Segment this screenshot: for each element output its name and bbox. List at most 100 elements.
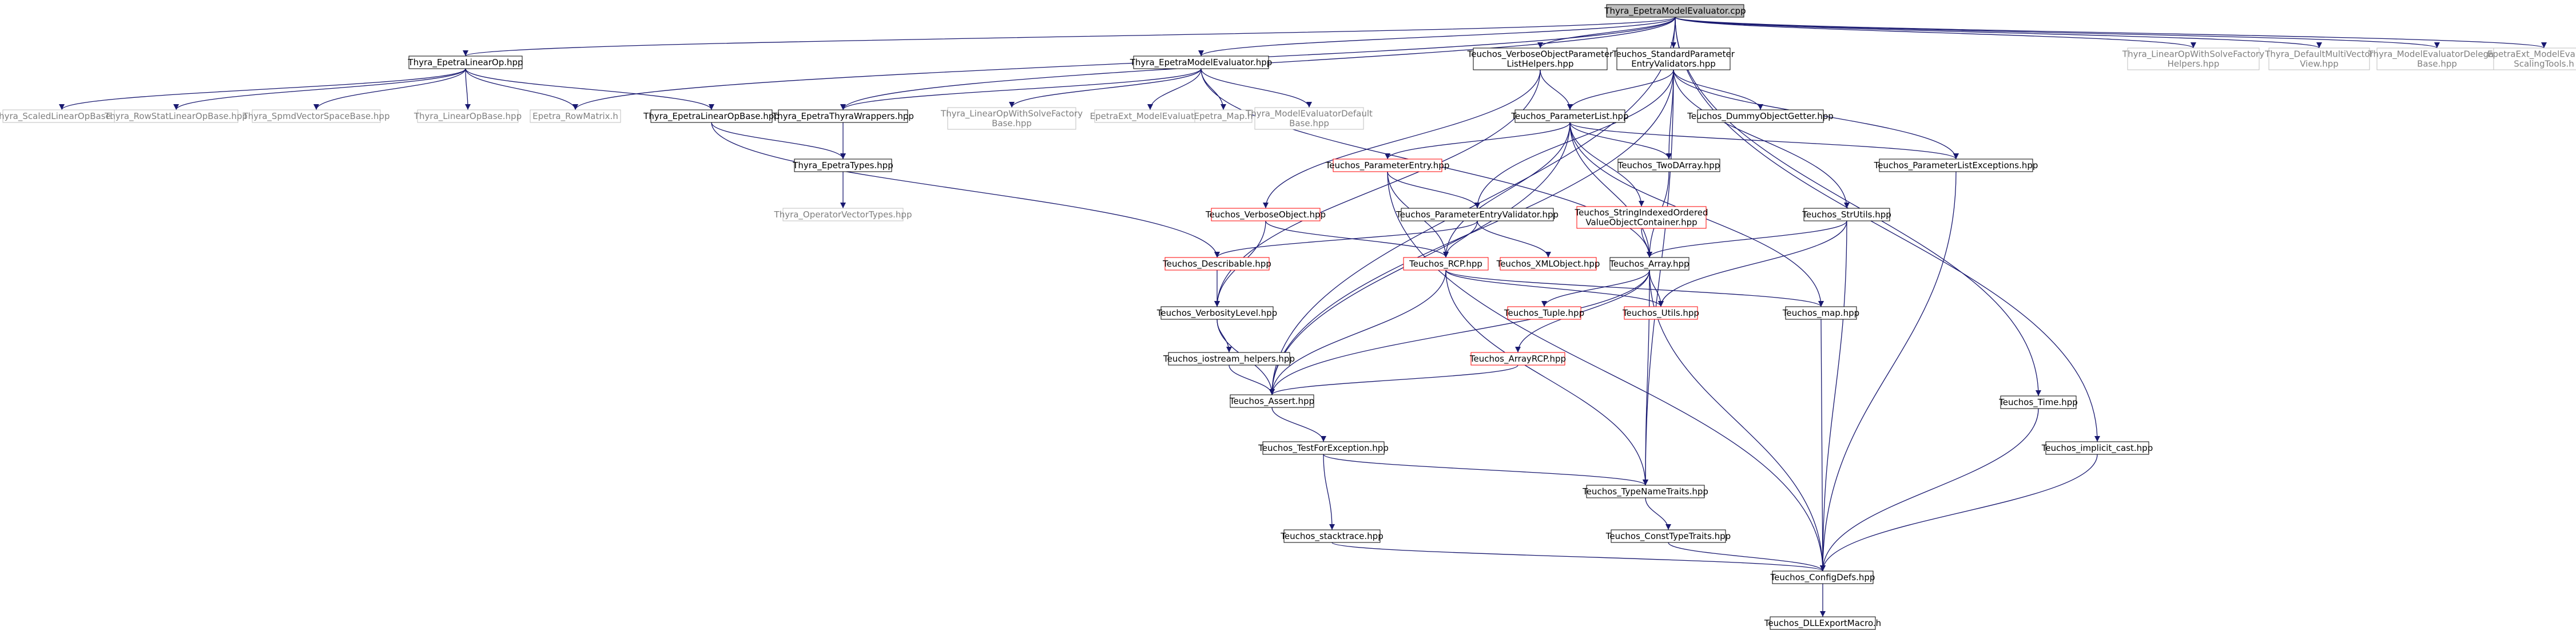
dependency-edge xyxy=(1147,68,1202,110)
node-label: Teuchos_RCP.hpp xyxy=(1409,259,1482,270)
node-thyra-epetralinearop-hpp[interactable]: Thyra_EpetraLinearOp.hpp xyxy=(407,56,523,69)
node-label: Teuchos_Array.hpp xyxy=(1609,259,1689,270)
node-teuchos-verbositylevel-hpp[interactable]: Teuchos_VerbosityLevel.hpp xyxy=(1156,306,1277,320)
node-thyra-epetrathyrawrappers-hpp[interactable]: Thyra_EpetraThyraWrappers.hpp xyxy=(772,109,914,123)
node-label: View.hpp xyxy=(2300,59,2339,69)
dependency-edge xyxy=(1477,220,1551,258)
node-thyra-epetramodelevaluator-hpp[interactable]: Thyra_EpetraModelEvaluator.hpp xyxy=(1130,56,1273,69)
node-teuchos-assert-hpp[interactable]: Teuchos_Assert.hpp xyxy=(1229,394,1314,408)
node-box xyxy=(1133,56,1269,69)
dependency-edge xyxy=(1214,69,1541,307)
node-box xyxy=(1770,616,1876,630)
dependency-edge xyxy=(1445,270,1648,486)
node-teuchos-twodarray-hpp[interactable]: Teuchos_TwoDArray.hpp xyxy=(1617,159,1720,172)
dependency-edge xyxy=(1229,364,1275,395)
node-box xyxy=(1616,47,1731,70)
dependency-edge xyxy=(1269,69,1674,395)
node-label: Teuchos_Time.hpp xyxy=(1998,397,2078,408)
dependency-edge xyxy=(711,122,1220,258)
node-teuchos-xmlobject-hpp[interactable]: Teuchos_XMLObject.hpp xyxy=(1496,257,1600,271)
dependency-edge xyxy=(1445,270,1824,307)
node-teuchos-parameterlistexceptions-hpp[interactable]: Teuchos_ParameterListExceptions.hpp xyxy=(1874,159,2038,172)
node-box xyxy=(252,109,381,123)
node-label: EpetraExt_ModelEvaluator xyxy=(2487,49,2576,60)
node-teuchos-parameterentryvalidator-hpp[interactable]: Teuchos_ParameterEntryValidator.hpp xyxy=(1396,208,1559,221)
node-box xyxy=(794,159,892,172)
node-box xyxy=(408,56,523,69)
node-teuchos-standardparameter-entryvalidators-hpp[interactable]: Teuchos_StandardParameterEntryValidators… xyxy=(1612,47,1735,70)
node-thyra-epetratypes-hpp[interactable]: Thyra_EpetraTypes.hpp xyxy=(792,159,893,172)
node-teuchos-implicit-cast-hpp[interactable]: Teuchos_implicit_cast.hpp xyxy=(2041,441,2153,455)
node-thyra-spmdvectorspacebase-hpp: Thyra_SpmdVectorSpaceBase.hpp xyxy=(243,109,389,123)
node-teuchos-dllexportmacro-h[interactable]: Teuchos_DLLExportMacro.h xyxy=(1764,616,1881,630)
dependency-edge xyxy=(1643,270,1650,486)
node-box xyxy=(1168,352,1290,366)
node-box xyxy=(1514,109,1625,123)
node-label: Thyra_EpetraModelEvaluator.cpp xyxy=(1604,6,1746,17)
node-teuchos-rcp-hpp[interactable]: Teuchos_RCP.hpp xyxy=(1403,257,1489,271)
node-box xyxy=(114,109,238,123)
node-box xyxy=(1576,206,1707,229)
node-label: Thyra_LinearOpWithSolveFactory xyxy=(940,109,1083,120)
dependency-edge xyxy=(1537,17,1676,49)
dependency-edge xyxy=(463,17,1676,57)
node-teuchos-stringindexedordered-valueobjectcontainer-hpp[interactable]: Teuchos_StringIndexedOrderedValueObjectC… xyxy=(1575,206,1708,229)
node-teuchos-strutils-hpp[interactable]: Teuchos_StrUtils.hpp xyxy=(1802,208,1891,221)
node-box xyxy=(2127,47,2260,70)
node-label: Thyra_LinearOpWithSolveFactory xyxy=(2122,49,2264,60)
node-label: Thyra_EpetraTypes.hpp xyxy=(792,160,893,171)
node-teuchos-configdefs-hpp[interactable]: Teuchos_ConfigDefs.hpp xyxy=(1770,570,1875,584)
node-box xyxy=(947,107,1076,130)
node-teuchos-array-hpp[interactable]: Teuchos_Array.hpp xyxy=(1609,257,1689,271)
dependency-edge xyxy=(1323,454,1335,530)
node-label: Thyra_ModelEvaluatorDefault xyxy=(1245,109,1373,120)
node-box xyxy=(2493,47,2576,70)
dependency-edge xyxy=(840,68,1202,110)
node-teuchos-arrayrcp-hpp[interactable]: Teuchos_ArrayRCP.hpp xyxy=(1469,352,1566,366)
node-box xyxy=(417,109,519,123)
node-teuchos-tuple-hpp[interactable]: Teuchos_Tuple.hpp xyxy=(1504,306,1584,320)
node-label: Teuchos_Tuple.hpp xyxy=(1504,308,1584,319)
node-box xyxy=(530,109,621,123)
node-label: Thyra_ModelEvaluatorDelegator xyxy=(2367,49,2506,60)
dependency-edge xyxy=(1569,122,1652,258)
node-teuchos-testforexception-hpp[interactable]: Teuchos_TestForException.hpp xyxy=(1258,441,1389,455)
node-teuchos-map-hpp[interactable]: Teuchos_map.hpp xyxy=(1782,306,1859,320)
dependency-edge xyxy=(464,68,471,110)
node-teuchos-dummyobjectgetter-hpp[interactable]: Teuchos_DummyObjectGetter.hpp xyxy=(1687,109,1834,123)
node-teuchos-parameterentry-hpp[interactable]: Teuchos_ParameterEntry.hpp xyxy=(1325,159,1450,172)
dependency-edge xyxy=(1673,69,1763,110)
dependency-edge xyxy=(1540,69,1573,110)
node-label: Base.hpp xyxy=(1289,118,1329,129)
node-thyra-linearopbase-hpp: Thyra_LinearOpBase.hpp xyxy=(414,109,522,123)
node-teuchos-parameterlist-hpp[interactable]: Teuchos_ParameterList.hpp xyxy=(1510,109,1629,123)
node-box xyxy=(1164,257,1270,271)
node-label: ValueObjectContainer.hpp xyxy=(1585,217,1697,228)
dependency-edge xyxy=(465,68,578,110)
node-box xyxy=(1473,47,1608,70)
node-teuchos-verboseobjectparameter-listhelpers-hpp[interactable]: Teuchos_VerboseObjectParameterListHelper… xyxy=(1467,47,1614,70)
dependency-edge xyxy=(573,17,1676,110)
dependency-edge xyxy=(1217,319,1232,353)
node-teuchos-consttypetraits-hpp[interactable]: Teuchos_ConstTypeTraits.hpp xyxy=(1605,529,1731,543)
dependency-edge xyxy=(1645,497,1671,530)
node-teuchos-utils-hpp[interactable]: Teuchos_Utils.hpp xyxy=(1622,306,1699,320)
node-teuchos-describable-hpp[interactable]: Teuchos_Describable.hpp xyxy=(1162,257,1271,271)
node-teuchos-stacktrace-hpp[interactable]: Teuchos_stacktrace.hpp xyxy=(1280,529,1384,543)
node-teuchos-time-hpp[interactable]: Teuchos_Time.hpp xyxy=(1998,395,2078,409)
node-label: EpetraExt_ModelEvaluator.h xyxy=(1090,111,1211,122)
node-teuchos-typenametraits-hpp[interactable]: Teuchos_TypeNameTraits.hpp xyxy=(1582,485,1708,498)
node-label: Teuchos_ParameterListExceptions.hpp xyxy=(1874,160,2038,171)
node-thyra-epetramodelevaluator-cpp[interactable]: Thyra_EpetraModelEvaluator.cpp xyxy=(1604,4,1746,18)
node-label: Epetra_Map.h xyxy=(1194,111,1253,122)
node-label: Teuchos_DummyObjectGetter.hpp xyxy=(1687,111,1834,122)
node-label: Teuchos_ParameterEntry.hpp xyxy=(1325,160,1450,171)
node-box xyxy=(1785,306,1857,320)
node-teuchos-iostream-helpers-hpp[interactable]: Teuchos_iostream_helpers.hpp xyxy=(1163,352,1295,366)
node-box xyxy=(1403,257,1489,271)
node-thyra-rowstatlinearopbase-hpp: Thyra_RowStatLinearOpBase.hpp xyxy=(104,109,248,123)
node-thyra-epetralinearopbase-hpp[interactable]: Thyra_EpetraLinearOpBase.hpp xyxy=(643,109,780,123)
node-teuchos-verboseobject-hpp[interactable]: Teuchos_VerboseObject.hpp xyxy=(1205,208,1326,221)
